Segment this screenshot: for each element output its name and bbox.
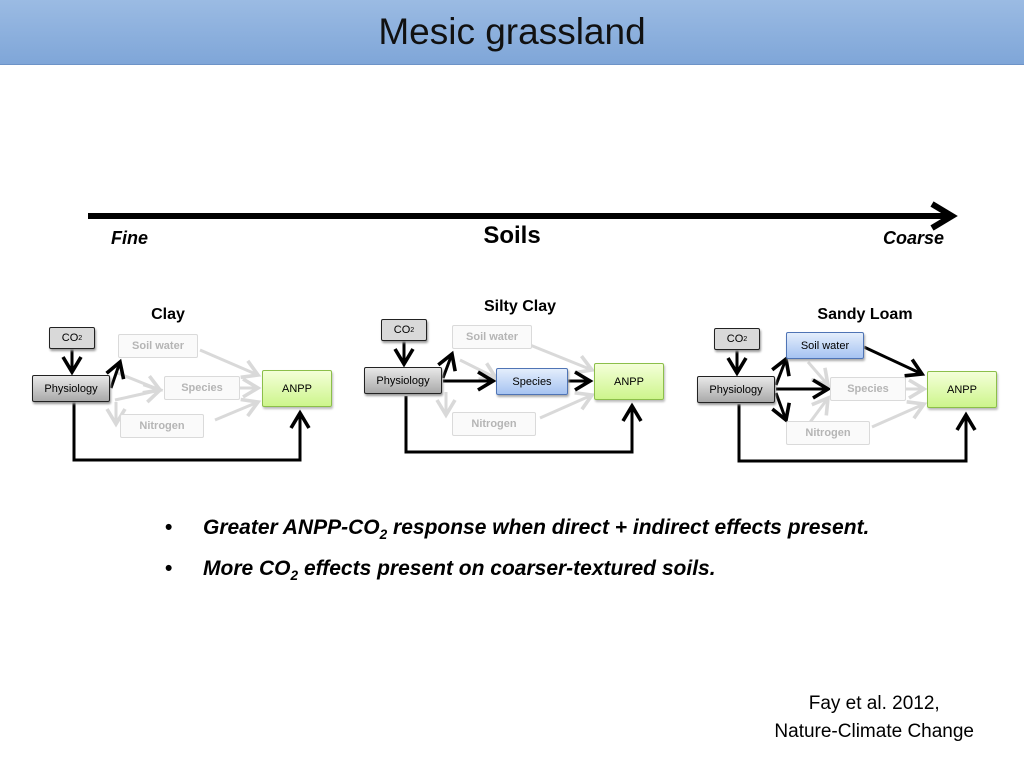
silty-clay-nitrogen-node: Nitrogen	[452, 412, 536, 436]
silty-clay-physiology-node: Physiology	[364, 367, 442, 394]
sandy-loam-soil-water-node: Soil water	[786, 332, 864, 359]
clay-soil-water-node: Soil water	[118, 334, 198, 358]
bullet-dot: •	[165, 557, 173, 581]
axis-label-coarse: Coarse	[883, 228, 945, 248]
silty-clay-anpp-node: ANPP	[594, 363, 664, 400]
panel-title-silty-clay: Silty Clay	[483, 298, 557, 315]
silty-clay-arrows	[393, 341, 643, 454]
bullet-dot: •	[165, 516, 173, 539]
sandy-loam-arrows	[726, 345, 977, 463]
panel-title-clay: Clay	[151, 306, 185, 323]
sandy-loam-anpp-node: ANPP	[927, 371, 997, 408]
citation: Fay et al. 2012, Nature-Climate Change	[774, 690, 974, 746]
silty-clay-species-node: Species	[496, 368, 568, 395]
title-bar: Mesic grassland	[0, 0, 1024, 65]
clay-species-node: Species	[164, 376, 240, 400]
bullet-list: • Greater ANPP-CO2 response when direct …	[165, 515, 885, 597]
bullet-item: • More CO2 effects present on coarser-te…	[165, 557, 716, 584]
clay-arrows	[61, 348, 311, 462]
panel-title-sandy-loam: Sandy Loam	[817, 306, 913, 323]
bullet-item: • Greater ANPP-CO2 response when direct …	[165, 516, 870, 543]
clay-nitrogen-node: Nitrogen	[120, 414, 204, 438]
axis-label-fine: Fine	[111, 228, 149, 248]
silty-clay-soil-water-node: Soil water	[452, 325, 532, 349]
sandy-loam-nitrogen-node: Nitrogen	[786, 421, 870, 445]
sandy-loam-species-node: Species	[830, 377, 906, 401]
sandy-loam-physiology-node: Physiology	[697, 376, 775, 403]
citation-line-2: Nature-Climate Change	[774, 721, 974, 742]
slide-title: Mesic grassland	[378, 11, 646, 52]
clay-anpp-node: ANPP	[262, 370, 332, 407]
citation-line-1: Fay et al. 2012,	[808, 693, 940, 714]
axis-title-soils: Soils	[483, 222, 541, 249]
clay-physiology-node: Physiology	[32, 375, 110, 402]
